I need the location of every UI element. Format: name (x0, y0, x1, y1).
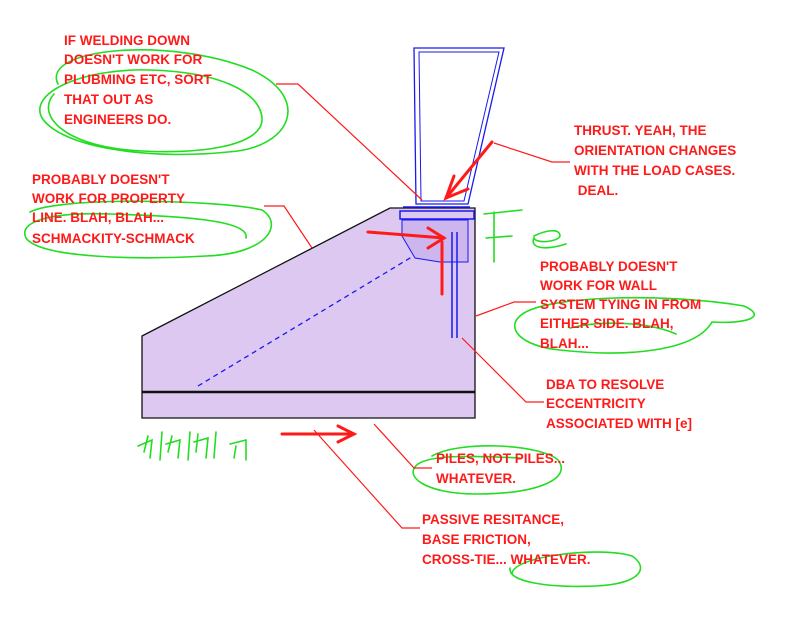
thrust-line: THRUST. YEAH, THE (574, 123, 707, 138)
piles-scribble (412, 445, 563, 495)
green-handwriting (23, 49, 756, 588)
property-line-line: PROBABLY DOESN'T (32, 172, 170, 187)
wall-system-line: PROBABLY DOESN'T (540, 259, 678, 274)
welding-line: THAT OUT AS (64, 92, 153, 107)
column-base (399, 206, 475, 338)
whatever-scribble (509, 551, 642, 588)
property-line-scribble (23, 200, 273, 259)
annotation-wall-system: PROBABLY DOESN'T WORK FOR WALL SYSTEM TY… (540, 259, 701, 351)
thrust-arrow (443, 140, 494, 201)
welding-line: IF WELDING DOWN (64, 33, 190, 48)
wall-system-leader (475, 301, 536, 317)
horizontal-reaction-arrow (366, 226, 447, 250)
thrust-line: ORIENTATION CHANGES (574, 143, 736, 158)
piles-line: WHATEVER. (436, 471, 516, 486)
wall-system-line: EITHER SIDE. BLAH, (540, 316, 674, 331)
footing-body (141, 207, 476, 419)
piles-line: PILES, NOT PILES... (436, 451, 565, 466)
thrust-line-dashed (197, 251, 421, 387)
welding-line: DOESN'T WORK FOR (64, 52, 202, 67)
passive-line: BASE FRICTION, (422, 532, 531, 547)
passive-line: PASSIVE RESITANCE, (422, 512, 564, 527)
dba-leader (461, 337, 544, 403)
base-plate (399, 210, 475, 220)
soil-hatch (137, 431, 247, 461)
annotation-thrust: THRUST. YEAH, THE ORIENTATION CHANGES WI… (574, 123, 736, 198)
force-arrows (280, 140, 494, 444)
property-line-line: LINE. BLAH, BLAH... (32, 210, 164, 225)
welding-leader (276, 83, 423, 201)
steel-column (413, 47, 505, 205)
property-line-line: SCHMACKITY-SCHMACK (32, 231, 195, 246)
wall-system-line: BLAH... (540, 336, 589, 351)
piles-leader (373, 423, 432, 469)
passive-line: CROSS-TIE... WHATEVER. (422, 552, 591, 567)
annotation-welding: IF WELDING DOWN DOESN'T WORK FOR PLUBMIN… (64, 33, 213, 127)
welding-line: ENGINEERS DO. (64, 112, 171, 127)
welding-line: PLUBMING ETC, SORT (64, 72, 213, 87)
column-outline-outer (413, 47, 505, 205)
dba-line: ECCENTRICITY (546, 396, 646, 411)
thrust-line: WITH THE LOAD CASES. (574, 163, 735, 178)
welding-scribble (39, 49, 289, 156)
wall-system-scribble (514, 296, 756, 354)
annotation-piles: PILES, NOT PILES... WHATEVER. (436, 451, 565, 486)
wall-system-line: SYSTEM TYING IN FROM (540, 297, 701, 312)
property-leader (264, 205, 313, 249)
footing (141, 207, 476, 419)
wall-system-line: WORK FOR WALL (540, 278, 657, 293)
dba-line: DBA TO RESOLVE (546, 377, 664, 392)
leader-lines (264, 83, 570, 529)
annotation-passive: PASSIVE RESITANCE, BASE FRICTION, CROSS-… (422, 512, 591, 567)
thrust-leader (493, 142, 570, 163)
column-outline-inner (418, 51, 500, 202)
thrust-line: DEAL. (574, 183, 618, 198)
passive-leader (313, 429, 420, 529)
annotation-dba: DBA TO RESOLVE ECCENTRICITY ASSOCIATED W… (546, 377, 692, 431)
dba-line: ASSOCIATED WITH [e] (546, 416, 692, 431)
annotation-property-line: PROBABLY DOESN'T WORK FOR PROPERTY LINE.… (32, 172, 195, 246)
property-line-line: WORK FOR PROPERTY (32, 191, 185, 206)
e-symbol (483, 209, 567, 263)
